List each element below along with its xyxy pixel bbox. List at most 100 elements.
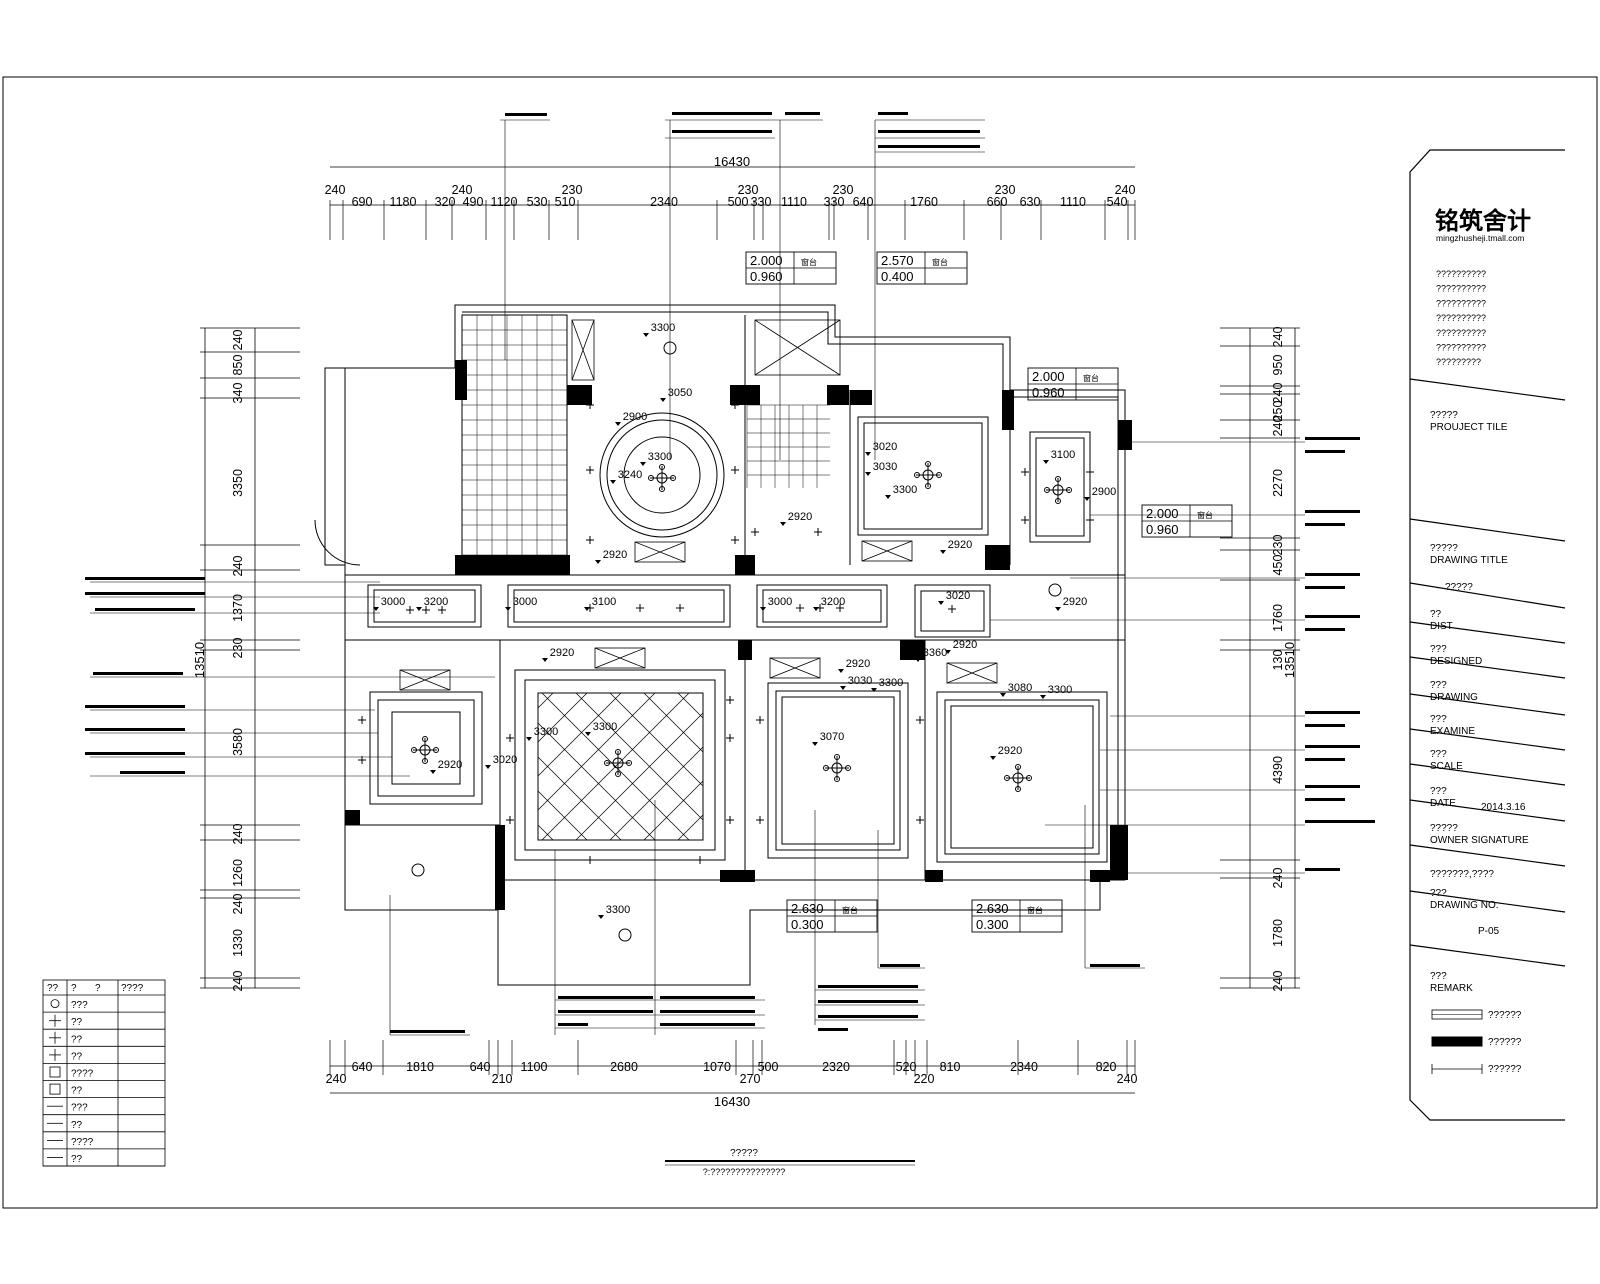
chandelier-icon	[914, 461, 942, 489]
scale-cn: ???	[1430, 749, 1447, 760]
ceiling-height-mark: 3300	[526, 726, 558, 741]
ceiling-height-value: 2920	[1063, 596, 1087, 608]
legend-symbol-icon	[50, 999, 60, 1008]
elevation-label: 窗台	[932, 257, 948, 267]
legend-row-label: ??	[71, 1120, 83, 1131]
ceiling-height-value: 2920	[846, 658, 870, 670]
ceiling-height-mark: 3300	[643, 322, 675, 337]
ceiling-height-value: 2920	[998, 745, 1022, 757]
dim-top-upper: 230	[995, 183, 1016, 197]
ceiling-height-mark: 3240	[610, 469, 642, 484]
examine-cn: ???	[1430, 714, 1447, 725]
elevation-top: 2.000	[1146, 506, 1179, 521]
downlight-icon	[731, 401, 739, 409]
owner-value: ???????,????	[1430, 869, 1494, 880]
elevation-label: 窗台	[801, 257, 817, 267]
elevation-label: 窗台	[1197, 510, 1213, 520]
remark-symbols	[1431, 1009, 1483, 1074]
ceiling-height-mark: 3200	[813, 596, 845, 611]
overall-dimension-bottom: 16430	[714, 1094, 750, 1109]
downlight-icon	[1021, 468, 1029, 476]
downlight-icon	[916, 716, 924, 724]
elevation-top: 2.000	[750, 253, 783, 268]
dim-right: 950	[1271, 355, 1285, 376]
dim-top-lower: 640	[853, 195, 874, 209]
designed-cn: ???	[1430, 644, 1447, 655]
elevation-label: 窗台	[842, 905, 858, 915]
ceiling-height-value: 2900	[1092, 486, 1116, 498]
ceiling-height-value: 3030	[848, 675, 872, 687]
overall-dimension-right: 13510	[1282, 642, 1297, 678]
chandelier-icon	[823, 754, 851, 782]
ceiling-height-mark: 3050	[660, 387, 692, 402]
dim-left: 240	[231, 971, 245, 992]
ceiling-lamp-icon	[618, 928, 632, 942]
ceiling-height-value: 3000	[381, 596, 405, 608]
annotation-scribbles	[85, 112, 1375, 1033]
downlight-icon	[916, 816, 924, 824]
elevation-bottom: 0.300	[976, 917, 1009, 932]
drawing-caption: ?????	[730, 1148, 758, 1159]
ceiling-height-mark: 3030	[865, 461, 897, 476]
ceiling-height-value: 3050	[668, 387, 692, 399]
ceiling-height-mark: 3000	[373, 596, 405, 611]
dim-top-lower: 630	[1020, 195, 1041, 209]
ceiling-height-value: 3100	[1051, 449, 1075, 461]
elevation-bottom: 0.960	[750, 269, 783, 284]
ceiling-height-mark: 3020	[938, 590, 970, 605]
dim-top-lower: 2340	[650, 195, 678, 209]
dimension-ticks	[200, 200, 1300, 1075]
ceiling-height-value: 3240	[618, 469, 642, 481]
drawing: DRAWING	[1430, 692, 1478, 703]
legend-header: ??	[47, 983, 59, 994]
structural-columns	[345, 360, 1132, 910]
drawing-no-value: P-05	[1478, 926, 1500, 937]
dim-left: 240	[231, 556, 245, 577]
ceiling-height-value: 2920	[788, 511, 812, 523]
ceiling-height-mark: 3070	[812, 731, 844, 746]
dim-left: 340	[231, 383, 245, 404]
dim-top-lower: 660	[987, 195, 1008, 209]
ceiling-height-value: 2920	[550, 647, 574, 659]
legend-row-label: ???	[71, 1000, 88, 1011]
owner: OWNER SIGNATURE	[1430, 835, 1529, 846]
downlight-icon	[406, 606, 414, 614]
dim-left: 1260	[231, 859, 245, 887]
title-note: ??????????	[1436, 284, 1486, 294]
dim-top-lower: 500	[728, 195, 749, 209]
title-note: ??????????	[1436, 298, 1486, 308]
downlight-icon	[438, 606, 446, 614]
downlight-icon	[726, 696, 734, 704]
dim-right: 240	[1271, 868, 1285, 889]
ceiling-height-mark: 3300	[871, 677, 903, 692]
title-note: ??????????	[1436, 313, 1486, 323]
legend-table	[42, 979, 166, 1167]
dim-top-upper: 240	[1115, 183, 1136, 197]
ceiling-height-mark: 3080	[1000, 682, 1032, 697]
ceiling-height-value: 3000	[768, 596, 792, 608]
dim-right: 240	[1271, 971, 1285, 992]
legend-rows: ??????????????????????????????????	[47, 983, 144, 1165]
ceiling-height-value: 3030	[873, 461, 897, 473]
dim-right: 240	[1271, 327, 1285, 348]
downlight-icon	[586, 856, 594, 864]
elevation-bottom: 0.400	[881, 269, 914, 284]
ceiling-height-mark: 2920	[542, 647, 574, 662]
dim-left: 1330	[231, 929, 245, 957]
downlight-icon	[814, 528, 822, 536]
downlight-icon	[358, 716, 366, 724]
downlight-icon	[586, 401, 594, 409]
dim-left: 3580	[231, 728, 245, 756]
ceiling-height-value: 2920	[948, 539, 972, 551]
downlight-icon	[636, 604, 644, 612]
ceiling-height-mark: 3000	[760, 596, 792, 611]
dim-bottom-upper: 500	[758, 1060, 779, 1074]
elevation-label: 窗台	[1083, 373, 1099, 383]
downlight-icon	[586, 536, 594, 544]
ceiling-height-value: 3100	[592, 596, 616, 608]
dim-bottom-upper: 1100	[521, 1060, 548, 1074]
dim-bottom-lower: 240	[326, 1072, 347, 1086]
elevation-top: 2.630	[976, 901, 1009, 916]
